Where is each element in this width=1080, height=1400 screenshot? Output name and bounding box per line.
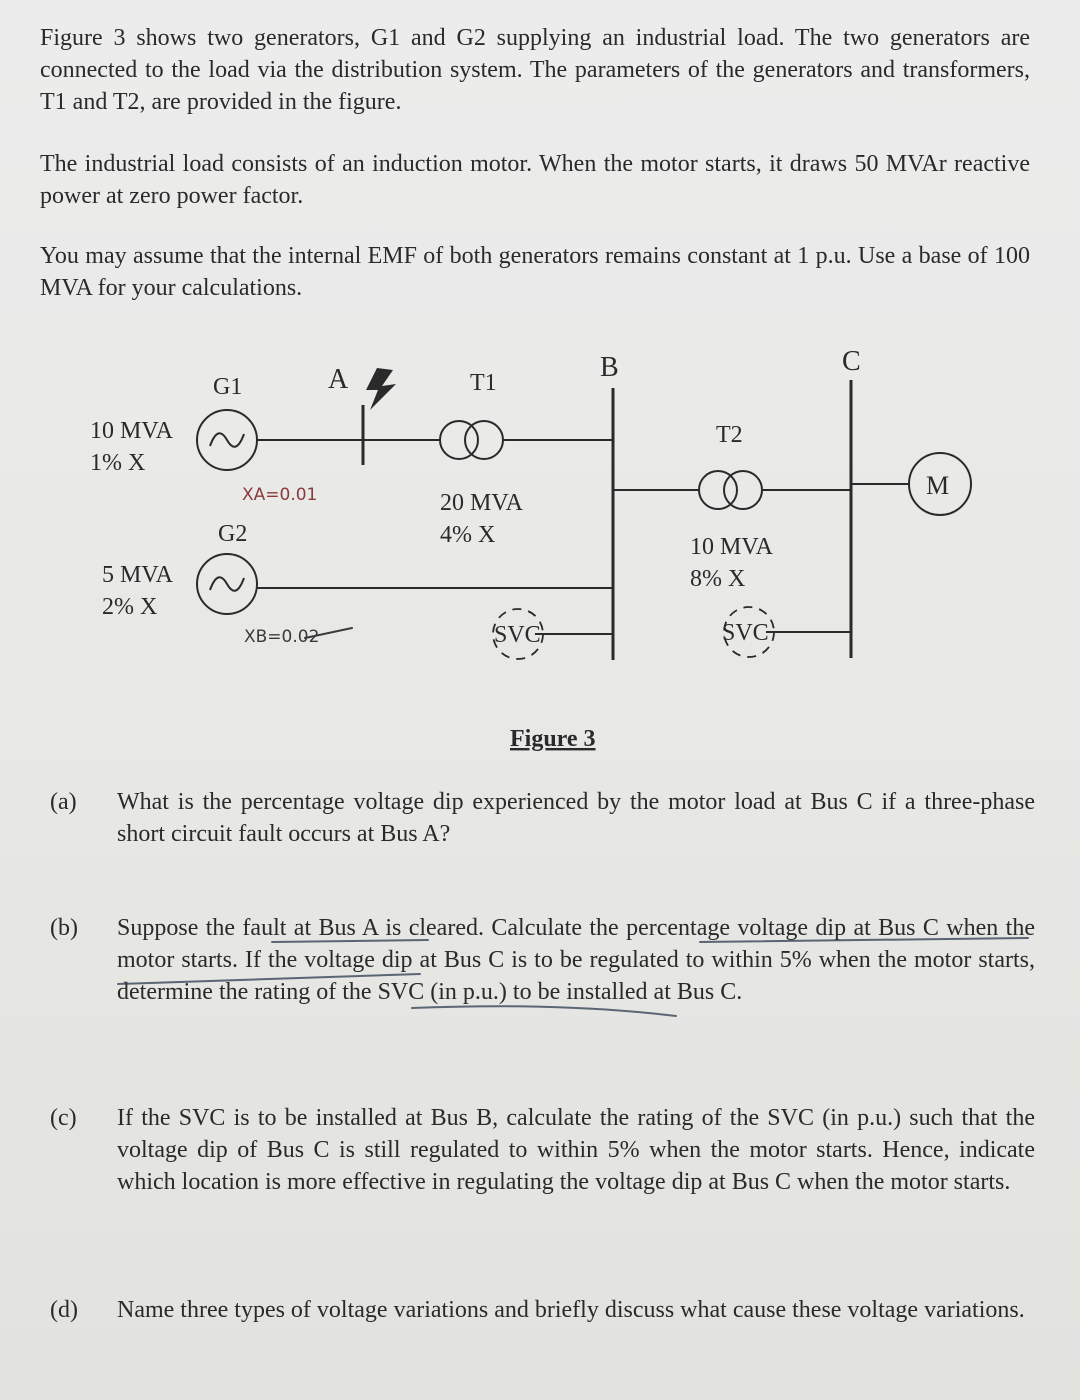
underline-mark-voltage-dip xyxy=(699,937,1029,943)
g1-label: G1 xyxy=(213,374,242,400)
question-a-text: What is the percentage voltage dip exper… xyxy=(117,789,1035,847)
t2-rating: 10 MVA xyxy=(690,534,774,560)
figure-caption: Figure 3 xyxy=(510,726,596,752)
question-b-label: (b) xyxy=(50,915,78,941)
g2-handwritten-flourish xyxy=(304,627,353,639)
fault-lightning-icon xyxy=(366,368,396,410)
question-d-text: Name three types of voltage variations a… xyxy=(117,1297,1025,1323)
t1-label: T1 xyxy=(470,370,497,396)
question-a-label: (a) xyxy=(50,789,77,815)
bus-a-label: A xyxy=(328,364,349,395)
svc-c-label: SVC xyxy=(722,620,769,646)
question-d-label: (d) xyxy=(50,1297,78,1323)
g1-sine-icon xyxy=(209,432,245,448)
strike-mark-motor-starts xyxy=(117,973,421,985)
svc-b-label: SVC xyxy=(494,622,541,648)
motor-label: M xyxy=(926,471,949,500)
intro-paragraph-3: You may assume that the internal EMF of … xyxy=(40,243,1030,301)
figure-3-diagram: G1 10 MVA 1% X XA=0.01 A T1 20 MVA 4% X … xyxy=(90,346,972,752)
question-b-text: Suppose the fault at Bus A is cleared. C… xyxy=(117,915,1035,1005)
g2-reactance: 2% X xyxy=(102,594,157,620)
question-c-label: (c) xyxy=(50,1105,77,1131)
t1-coil-left xyxy=(439,420,479,460)
bus-b-label: B xyxy=(600,352,619,383)
question-c-text: If the SVC is to be installed at Bus B, … xyxy=(117,1105,1035,1195)
g2-rating: 5 MVA xyxy=(102,562,174,588)
t2-label: T2 xyxy=(716,422,743,448)
t1-reactance: 4% X xyxy=(440,522,495,548)
g1-reactance: 1% X xyxy=(90,450,145,476)
g2-handwritten-note: XB=0.02 xyxy=(244,627,319,647)
g1-handwritten-note: XA=0.01 xyxy=(242,485,317,505)
underline-mark-svc-rating xyxy=(411,1005,677,1017)
underline-mark-fault-cleared xyxy=(271,939,429,943)
t2-coil-left xyxy=(698,470,738,510)
bus-c-label: C xyxy=(842,346,861,377)
g2-label: G2 xyxy=(218,521,247,547)
g2-sine-icon xyxy=(209,576,245,592)
motor-symbol xyxy=(908,452,972,516)
intro-paragraph-2: The industrial load consists of an induc… xyxy=(40,151,1030,209)
t1-rating: 20 MVA xyxy=(440,490,524,516)
intro-paragraph-1: Figure 3 shows two generators, G1 and G2… xyxy=(40,25,1030,115)
g1-rating: 10 MVA xyxy=(90,418,174,444)
g2-generator-symbol xyxy=(196,553,258,615)
t2-reactance: 8% X xyxy=(690,566,745,592)
